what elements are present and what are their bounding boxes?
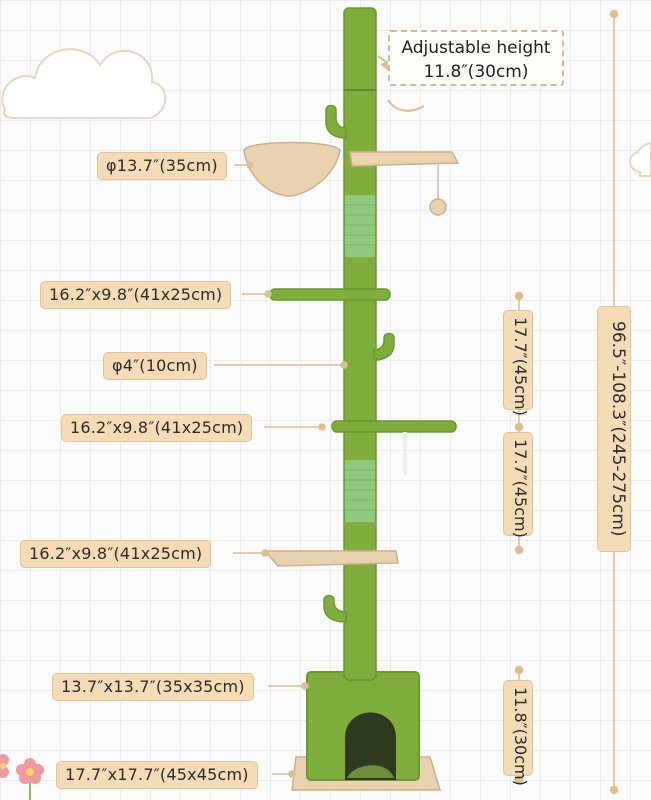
condo-opening — [345, 712, 396, 780]
condo-height-label: 11.8″(30cm) — [503, 680, 533, 786]
platform-upper — [269, 288, 391, 301]
adjustable-height-title: Adjustable height — [401, 38, 551, 58]
base-size-label: 17.7″x17.7″(45x45cm) — [56, 761, 258, 789]
platform-middle — [331, 420, 457, 433]
gap-lower-height-label: 17.7″(45cm) — [503, 432, 533, 538]
flower-decoration — [0, 754, 44, 800]
condo-cushion — [347, 765, 394, 778]
total-height-label: 96.5″-108.3″(245-275cm) — [597, 306, 631, 552]
cloud-right — [629, 141, 651, 177]
cactus-arm-middle — [373, 332, 395, 361]
post-diameter-label: φ4″(10cm) — [103, 352, 207, 380]
gap-upper-height-label: 17.7″(45cm) — [503, 310, 533, 416]
sisal-upper — [345, 195, 375, 257]
cactus-arm-low — [323, 594, 347, 623]
top-platform — [349, 151, 460, 167]
main-post — [343, 7, 377, 681]
cactus-arm-top — [325, 104, 347, 139]
platform-mid-size-label: 16.2″x9.8″(41x25cm) — [61, 414, 253, 442]
platform-top-size-label: 16.2″x9.8″(41x25cm) — [40, 281, 232, 309]
hammock-size-label: φ13.7″(35cm) — [97, 152, 227, 180]
platform-lower — [263, 550, 399, 567]
adjustable-height-value: 11.8″(30cm) — [423, 62, 529, 82]
cloud-left — [1, 48, 167, 119]
sisal-lower — [345, 460, 375, 522]
hammock-basket — [243, 141, 341, 197]
adjust-arrow — [387, 99, 425, 112]
condo-size-label: 13.7″x13.7″(35x35cm) — [52, 673, 254, 701]
toy-ball — [429, 198, 447, 216]
platform-low-size-label: 16.2″x9.8″(41x25cm) — [20, 540, 212, 568]
adjustable-height-callout: Adjustable height 11.8″(30cm) — [388, 30, 564, 86]
